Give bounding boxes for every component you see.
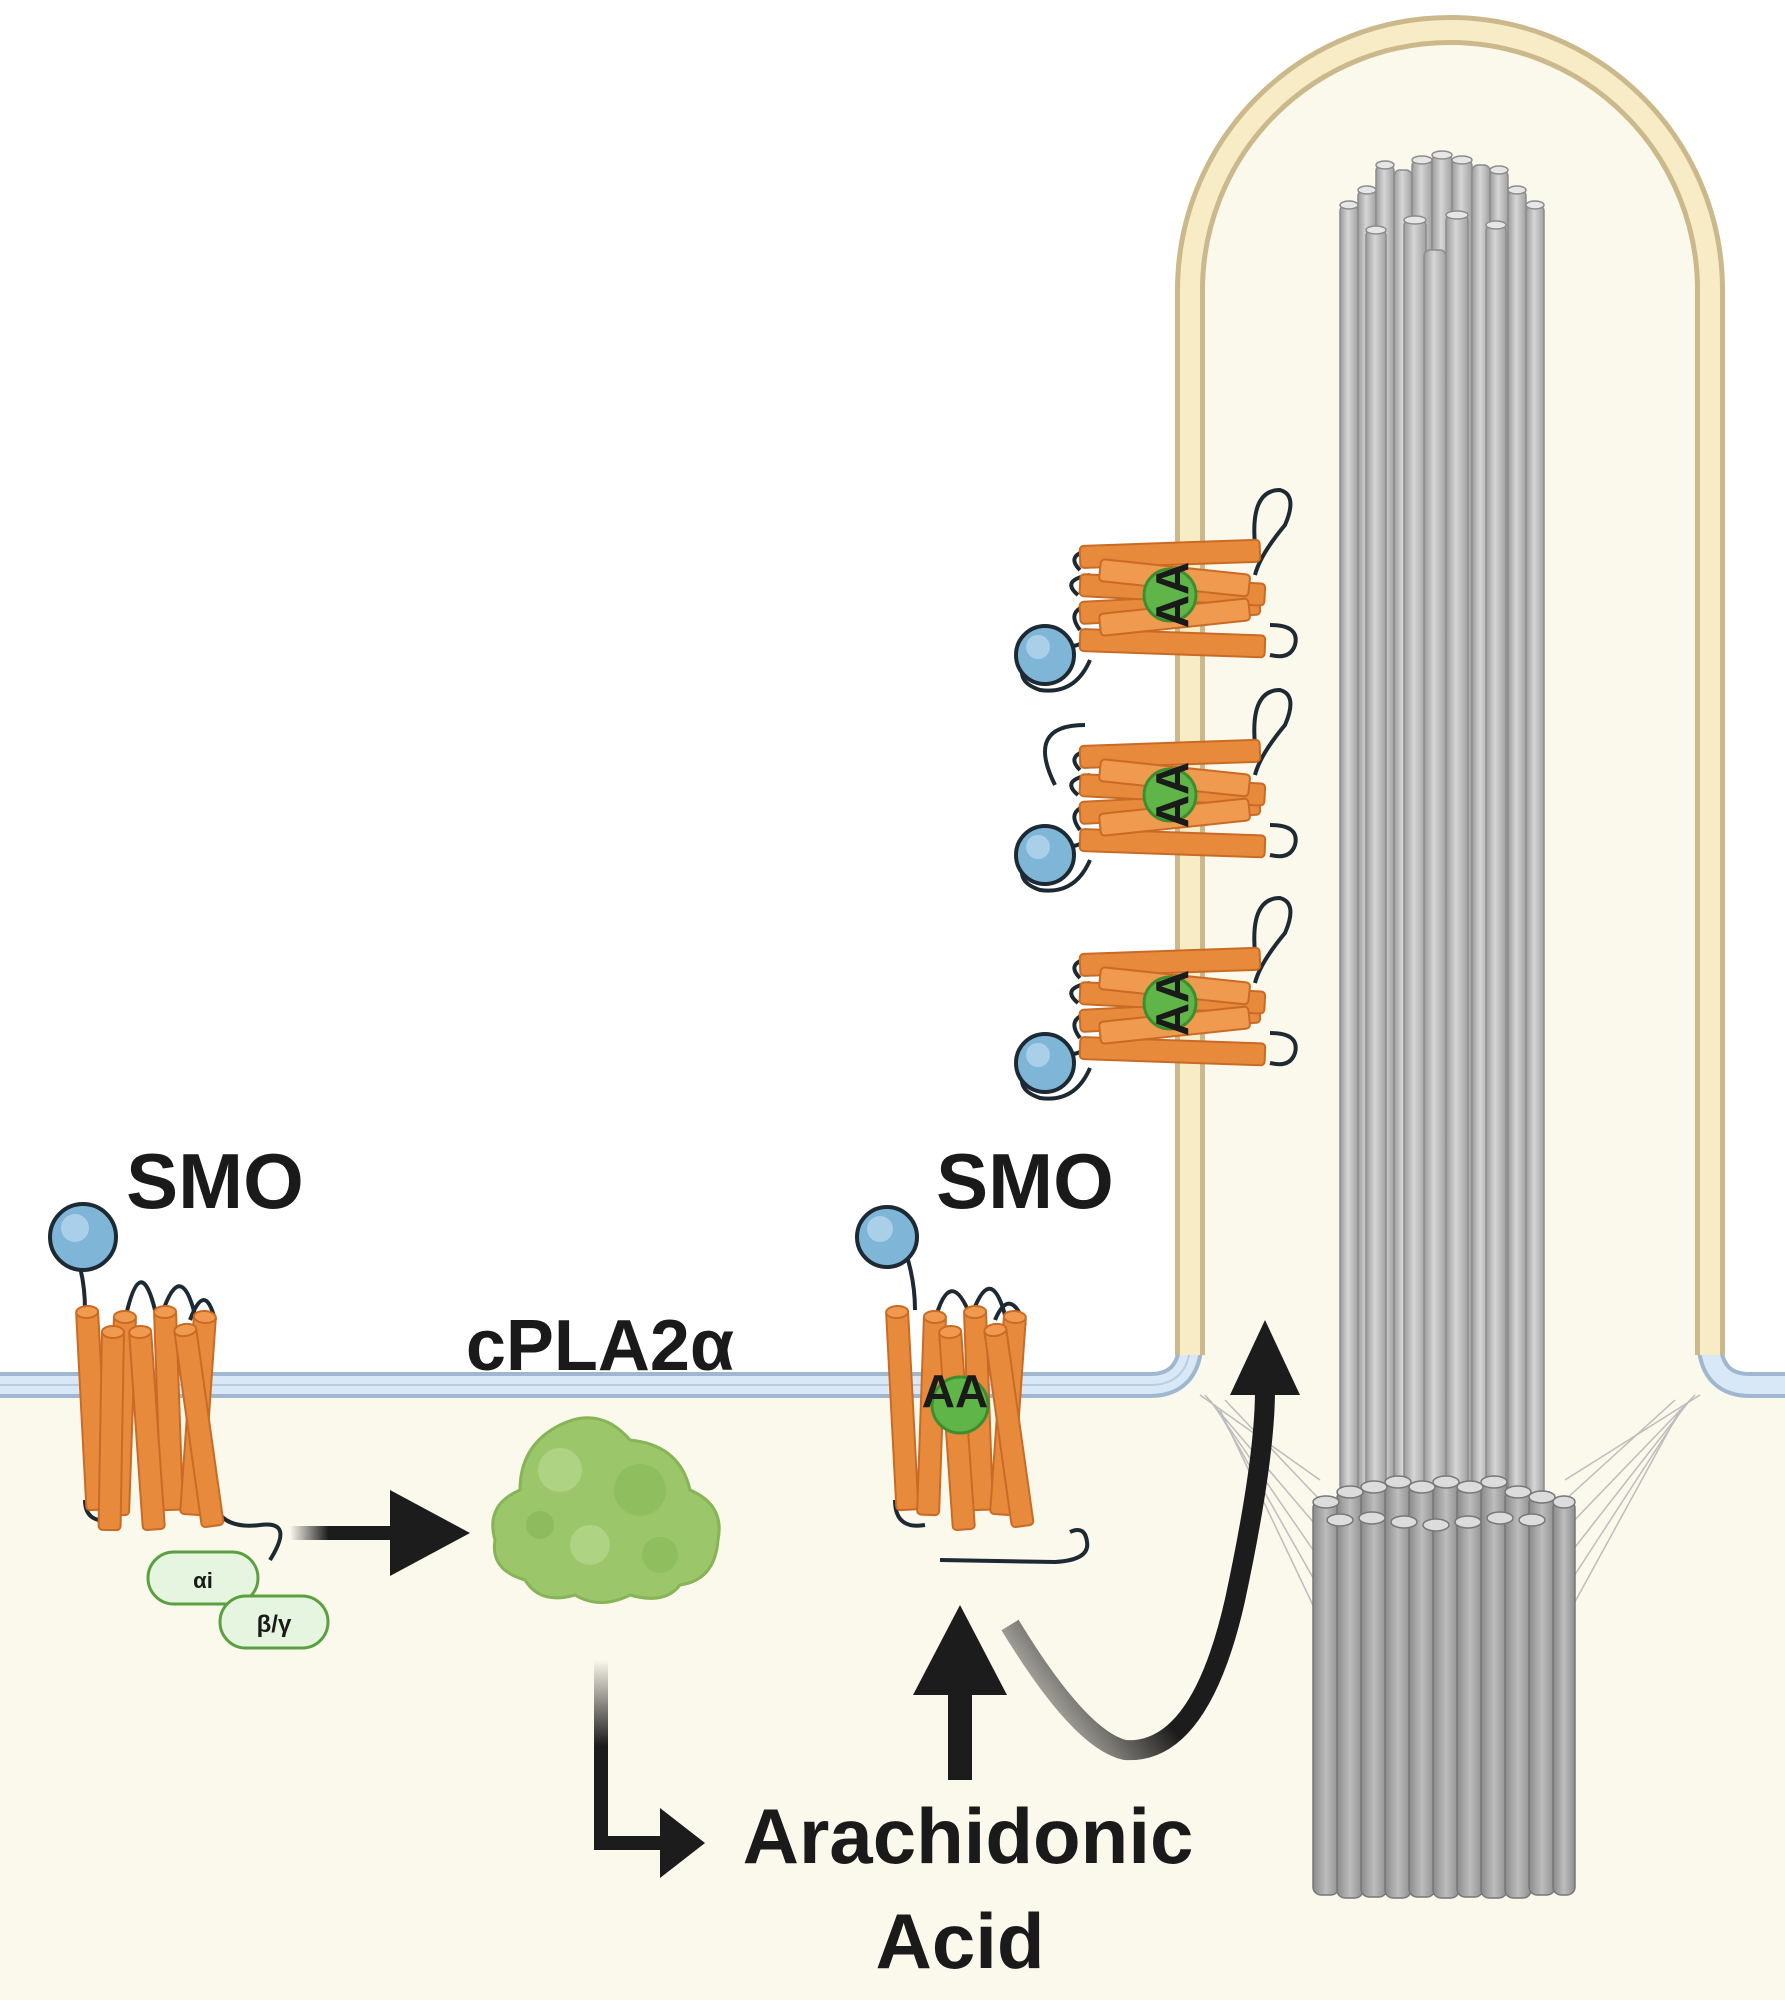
g-alpha-label: αi (193, 1568, 213, 1593)
ligand-cilium-1 (1014, 624, 1092, 693)
cpla2-label: cPLA2α (466, 1306, 734, 1386)
plasma-membrane (0, 1347, 1785, 1398)
cpla2-enzyme (491, 1416, 721, 1604)
ligand-left (48, 1202, 118, 1272)
smo-receptor-cilium-2 (1032, 687, 1298, 866)
arrow-smo-to-cpla2 (290, 1490, 470, 1576)
aa-label-cilium-1: AA (1146, 562, 1198, 628)
smo-label-left: SMO (126, 1137, 304, 1225)
aa-label-cilium-3: AA (1146, 970, 1198, 1036)
axoneme (1339, 150, 1545, 1546)
smo-label-middle: SMO (936, 1137, 1114, 1225)
g-protein: αi β/γ (146, 1550, 330, 1650)
basal-body (1312, 1475, 1576, 1899)
ligand-cilium-3 (1014, 1032, 1092, 1101)
arrow-aa-to-smo (913, 1605, 1007, 1780)
smo-receptor-cilium-1 (1032, 487, 1298, 786)
aa-label-cilium-2: AA (1146, 762, 1198, 828)
g-betagamma-label: β/γ (257, 1611, 292, 1638)
arrow-into-cilium (1001, 1320, 1300, 1761)
acid-label: Acid (875, 1897, 1044, 1985)
ligand-cilium-2 (1014, 824, 1092, 893)
aa-label-membrane: AA (922, 1365, 988, 1417)
smo-receptor-cilium-3 (1032, 895, 1298, 1074)
arrow-cpla2-to-aa (594, 1660, 705, 1878)
smo-receptor-middle (884, 1249, 1090, 1565)
ligand-middle (855, 1205, 919, 1269)
arachidonic-label: Arachidonic (743, 1792, 1194, 1880)
cilium-membrane (1175, 15, 1725, 1355)
